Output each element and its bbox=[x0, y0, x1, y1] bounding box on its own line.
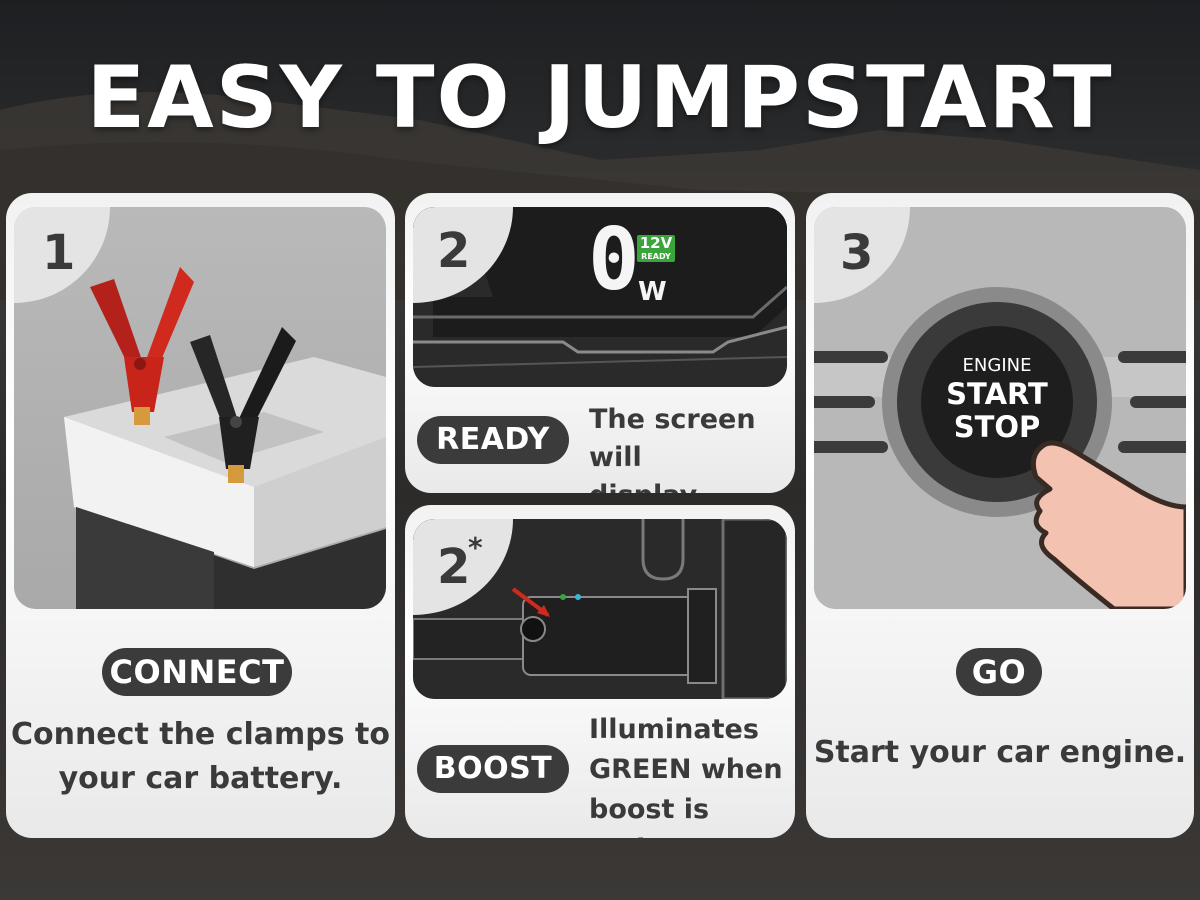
step-number-badge: 2 bbox=[413, 207, 513, 303]
black-clamp-icon bbox=[190, 327, 296, 483]
page-title: EASY TO JUMPSTART bbox=[86, 48, 1114, 148]
ready-display-illustration: 0 W 12V READY 2 bbox=[413, 207, 787, 387]
ready-description: The screen will display READY. bbox=[589, 404, 756, 493]
pointing-hand-icon bbox=[1030, 440, 1186, 609]
boost-cable-image bbox=[413, 519, 787, 699]
boost-description: Illuminates GREEN when boost is active. bbox=[589, 714, 783, 838]
lcd-digit: 0 bbox=[588, 210, 640, 310]
go-description: Start your car engine. bbox=[813, 735, 1187, 770]
connect-illustration: 1 bbox=[14, 207, 386, 609]
ready-label: READY bbox=[417, 416, 569, 464]
step-number: 2 bbox=[437, 539, 471, 595]
engine-button-label: ENGINE START STOP bbox=[946, 355, 1048, 444]
step-card-ready: 0 W 12V READY 2 READY The screen will di… bbox=[405, 193, 795, 493]
step-card-boost: 2 * BOOST Illuminates GREEN when boost i… bbox=[405, 505, 795, 838]
step-superscript: * bbox=[468, 531, 483, 564]
boost-label: BOOST bbox=[417, 745, 569, 793]
engine-button-illustration: ENGINE START STOP 3 bbox=[814, 207, 1186, 609]
red-clamp-icon bbox=[90, 267, 194, 425]
step-number: 3 bbox=[840, 225, 874, 281]
go-label: GO bbox=[956, 648, 1042, 696]
step-number-badge: 2 * bbox=[413, 519, 513, 615]
step-card-go: ENGINE START STOP 3 GO Start your car en… bbox=[806, 193, 1194, 838]
step-card-connect: 1 CONNECT Connect the clamps to your car… bbox=[6, 193, 395, 838]
lcd-unit: W bbox=[638, 277, 667, 307]
connect-description: Connect the clamps to your car battery. bbox=[10, 717, 391, 796]
boost-illustration: 2 * bbox=[413, 519, 787, 699]
step-number: 2 bbox=[437, 223, 471, 279]
step-number: 1 bbox=[42, 225, 76, 281]
connect-label: CONNECT bbox=[102, 648, 292, 696]
battery-clamps-image bbox=[64, 267, 386, 609]
ready-badge: 12V READY bbox=[637, 235, 675, 262]
engine-start-button-image bbox=[814, 207, 1186, 609]
